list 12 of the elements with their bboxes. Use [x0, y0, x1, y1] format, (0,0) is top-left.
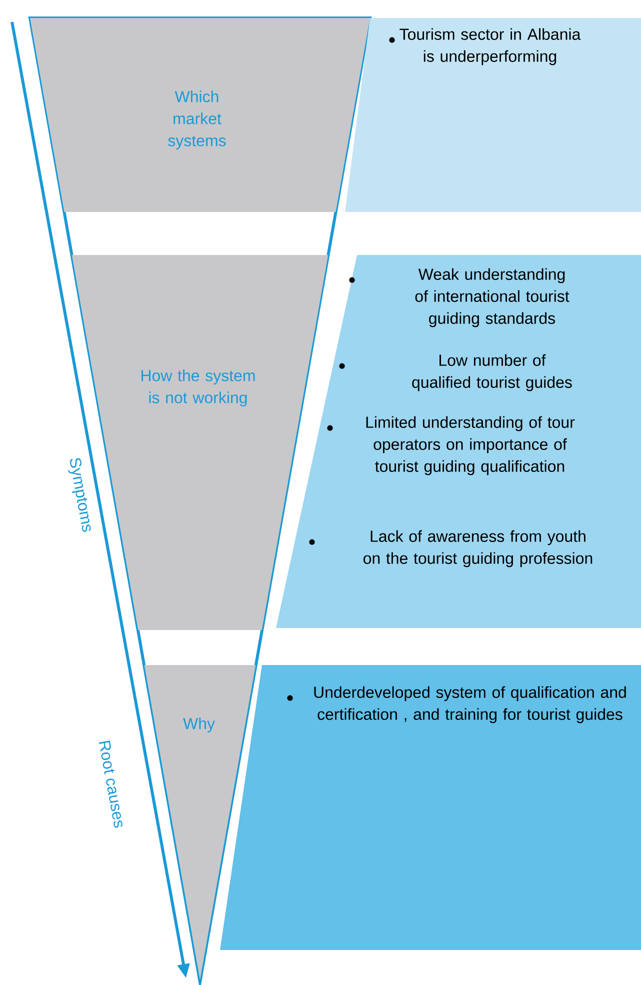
text-panel — [220, 665, 641, 950]
bullet-text: Tourism sector in Albania is underperforming — [400, 28, 581, 66]
text-panel — [345, 18, 641, 212]
bullet-text: Underdeveloped system of qualification and certification , and training for tourist guides — [314, 686, 626, 724]
axis-label: Root causes — [98, 740, 122, 828]
bullet-text: Weak understanding of international tourist guiding standards — [415, 268, 570, 328]
funnel-segment: Why — [144, 665, 256, 980]
bullet-text: Low number of qualified tourist guides — [412, 354, 572, 392]
bullet-text: Limited understanding of tour operators on importance of tourist guiding qualification — [366, 416, 575, 476]
bullet-text: Lack of awareness from youth on the tourist guiding profession — [364, 530, 592, 568]
funnel-segment: Which market systems — [30, 18, 370, 212]
text-panel — [276, 255, 641, 628]
